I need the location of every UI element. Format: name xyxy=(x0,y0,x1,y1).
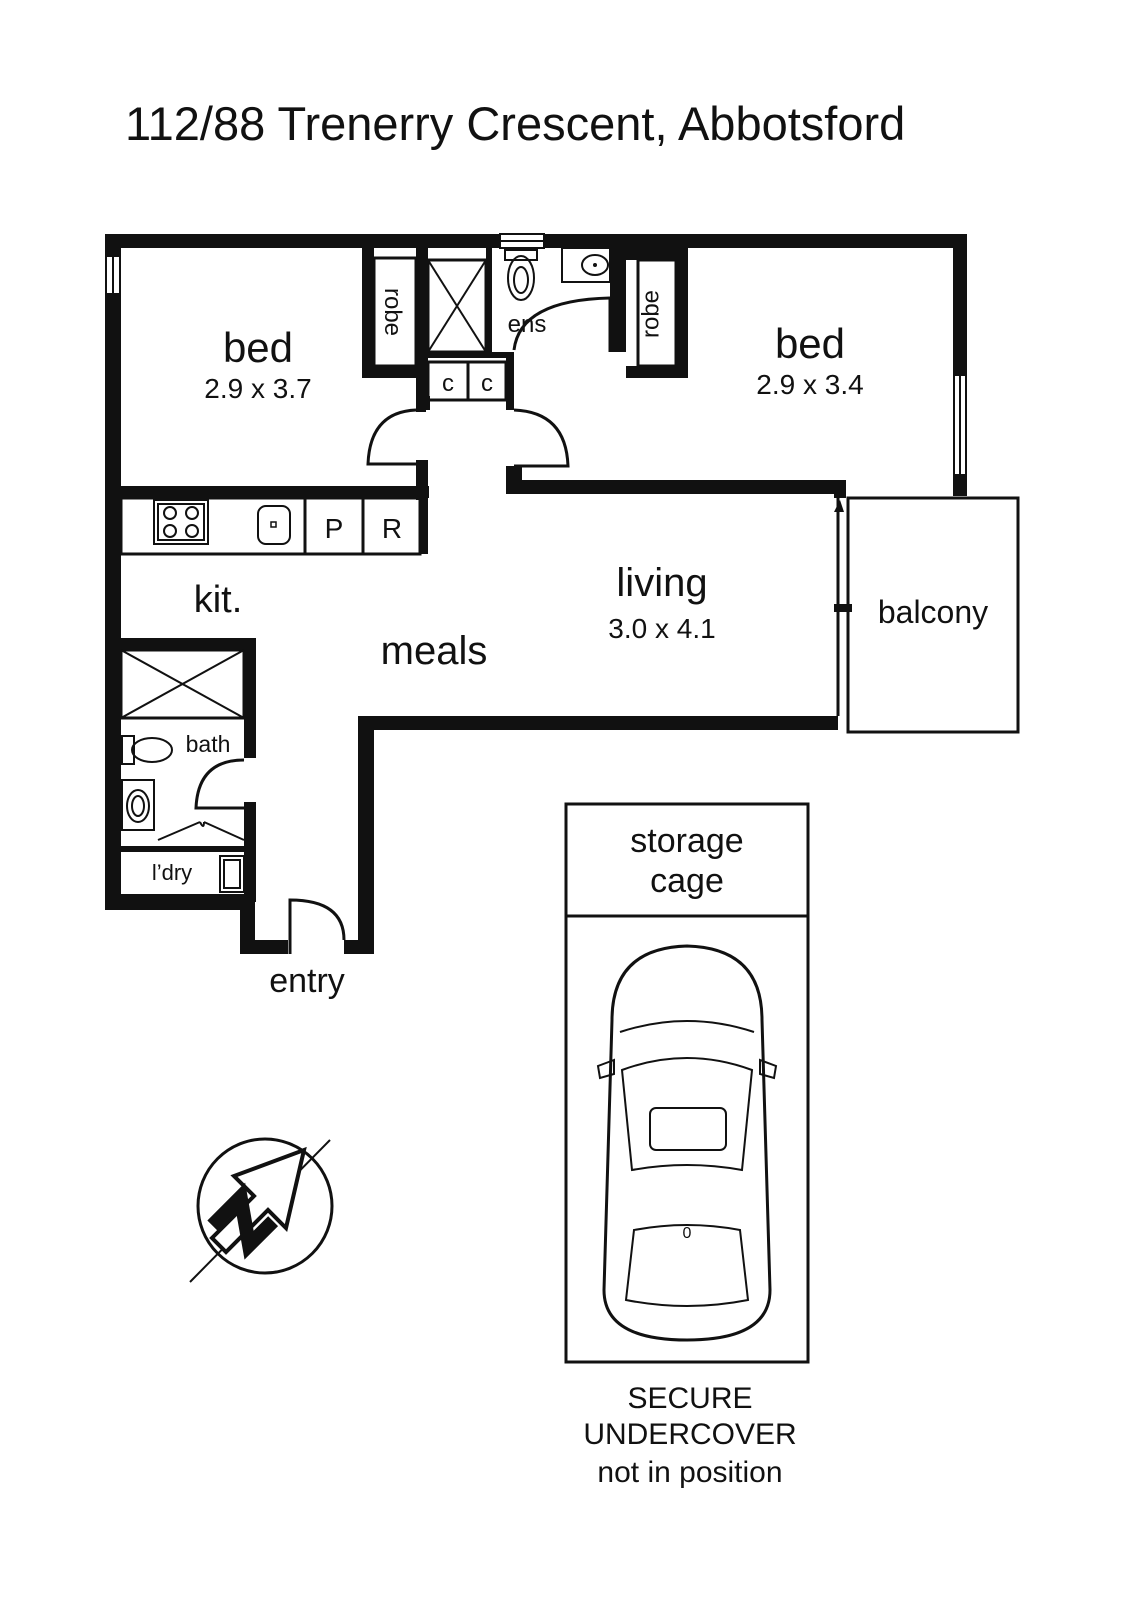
bed-left-label: bed xyxy=(223,324,293,371)
bed-right-label: bed xyxy=(775,320,845,367)
car-mark: 0 xyxy=(683,1225,692,1242)
ensuite-shower xyxy=(426,258,488,354)
pantry-label: P xyxy=(325,513,344,544)
cooktop-icon xyxy=(153,499,209,545)
car-icon: 0 xyxy=(596,944,778,1342)
linen-cupboards: c c xyxy=(426,360,508,402)
kitchen-label: kit. xyxy=(194,579,243,621)
bath-door xyxy=(194,758,245,810)
bath-toilet-icon xyxy=(121,735,173,765)
robe-right: robe xyxy=(636,258,678,368)
property-address-title: 112/88 Trenerry Crescent, Abbotsford xyxy=(125,97,905,150)
robe-right-label: robe xyxy=(637,290,664,338)
ensuite-door xyxy=(512,296,611,351)
bath-shower xyxy=(119,648,246,720)
windows xyxy=(105,233,967,476)
balcony: balcony xyxy=(846,496,1020,734)
bed-left-size: 2.9 x 3.7 xyxy=(204,373,311,404)
laundry-bifold-doors xyxy=(157,821,245,841)
living-size: 3.0 x 4.1 xyxy=(608,613,715,644)
storage-cage-label-line1: storage xyxy=(630,822,743,860)
exterior-walls xyxy=(105,234,967,954)
fridge-label: R xyxy=(382,513,402,544)
ensuite-toilet-icon xyxy=(504,249,538,301)
parking-note-line1: SECURE xyxy=(627,1382,752,1415)
cupboard-label-2: c xyxy=(481,370,493,397)
robe-left: robe xyxy=(372,256,418,368)
balcony-label: balcony xyxy=(878,594,988,630)
laundry-tub-icon xyxy=(219,855,245,893)
north-compass-icon: N xyxy=(189,1137,334,1283)
robe-left-label: robe xyxy=(379,288,406,336)
kitchen-sink-icon xyxy=(257,505,291,545)
kitchen-bench xyxy=(119,496,422,556)
bath-basin-icon xyxy=(121,779,155,831)
entry-label: entry xyxy=(269,962,345,1000)
car-space: storage cage xyxy=(564,802,810,1364)
parking-note-line3: not in position xyxy=(597,1456,782,1489)
bath-label: bath xyxy=(186,731,231,757)
parking-note-line2: UNDERCOVER xyxy=(583,1418,796,1451)
bed-right-door xyxy=(513,408,570,468)
storage-cage-label-line2: cage xyxy=(650,862,724,900)
living-label: living xyxy=(616,561,707,605)
ensuite-basin-icon xyxy=(561,247,611,283)
cupboard-label-1: c xyxy=(442,370,454,397)
interior-walls xyxy=(121,248,846,902)
bed-right-size: 2.9 x 3.4 xyxy=(756,369,863,400)
meals-label: meals xyxy=(381,629,488,673)
bed-left-door xyxy=(366,408,417,466)
laundry-label: l’dry xyxy=(152,860,192,885)
entry-door xyxy=(288,898,346,954)
